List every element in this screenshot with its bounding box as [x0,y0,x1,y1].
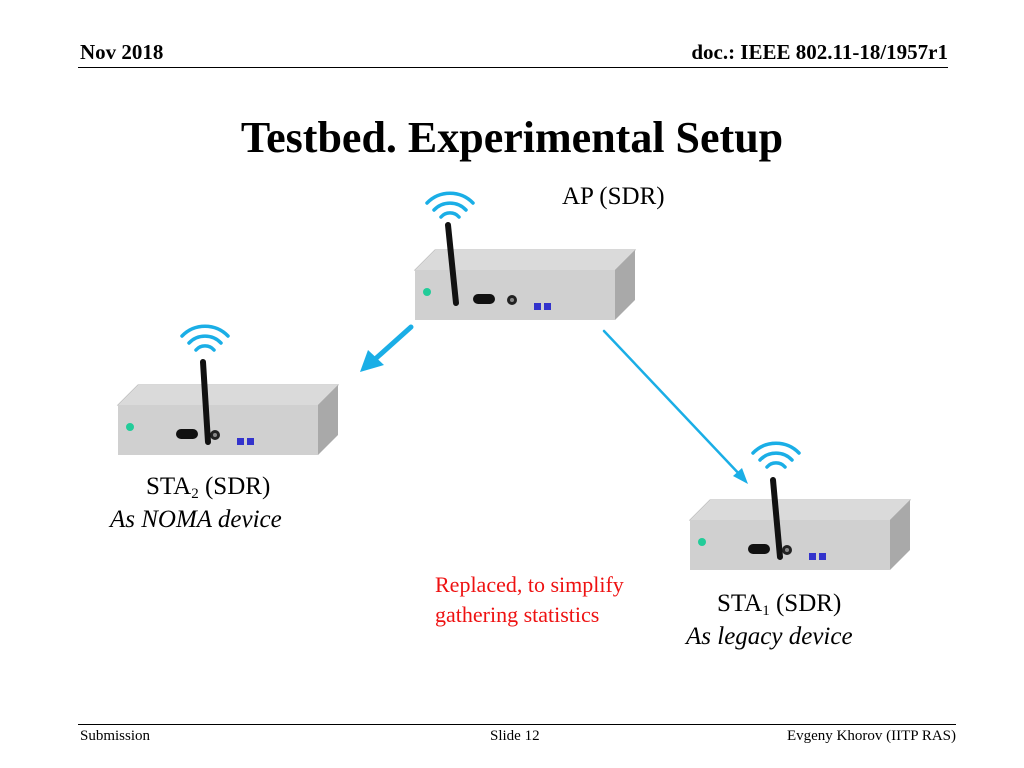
ap-router-icon [414,249,636,321]
slide-title: Testbed. Experimental Setup [240,113,784,162]
sta2-label-prefix: STA [146,473,192,500]
footer-author: Evgeny Khorov (IITP RAS) [786,728,956,744]
arrow-to-sta1-icon [602,329,748,484]
sta1-role: As legacy device [686,623,853,651]
sta1-role-text: As legacy device [686,623,853,650]
note-line-1: Replaced, to simplify [435,572,624,597]
sta2-antenna-icon [200,359,211,445]
sta2-label-suffix: (SDR) [198,473,271,500]
header-divider [78,67,948,68]
note-line-2: gathering statistics [435,602,600,627]
ap-wifi-icon [425,191,475,219]
arrow-to-sta2-icon [360,324,414,372]
sta1-label-subscript: 1 [762,603,770,619]
header-doc-id: doc.: IEEE 802.11-18/1957r1 [691,40,948,64]
sta1-antenna-icon [770,477,783,560]
sta1-router-icon [689,499,911,571]
sta2-role: As NOMA device [110,506,282,534]
footer-submission: Submission [80,728,151,744]
sta1-wifi-icon [751,441,801,469]
footer-divider [78,724,956,725]
sta1-label: STA1 (SDR) [717,590,841,620]
sta2-router-icon [117,384,339,456]
sta1-label-prefix: STA [717,590,763,617]
sta2-role-text: As NOMA device [110,506,282,533]
ap-label: AP (SDR) [562,183,665,210]
replacement-note: Replaced, to simplify gathering statisti… [435,570,624,630]
header-date: Nov 2018 [80,40,164,64]
sta2-wifi-icon [180,324,230,352]
ap-antenna-icon [445,222,459,306]
footer-slide-number: Slide 12 [490,728,540,744]
sta1-label-suffix: (SDR) [769,590,842,617]
sta2-label-subscript: 2 [191,486,199,502]
sta2-label: STA2 (SDR) [146,473,270,503]
